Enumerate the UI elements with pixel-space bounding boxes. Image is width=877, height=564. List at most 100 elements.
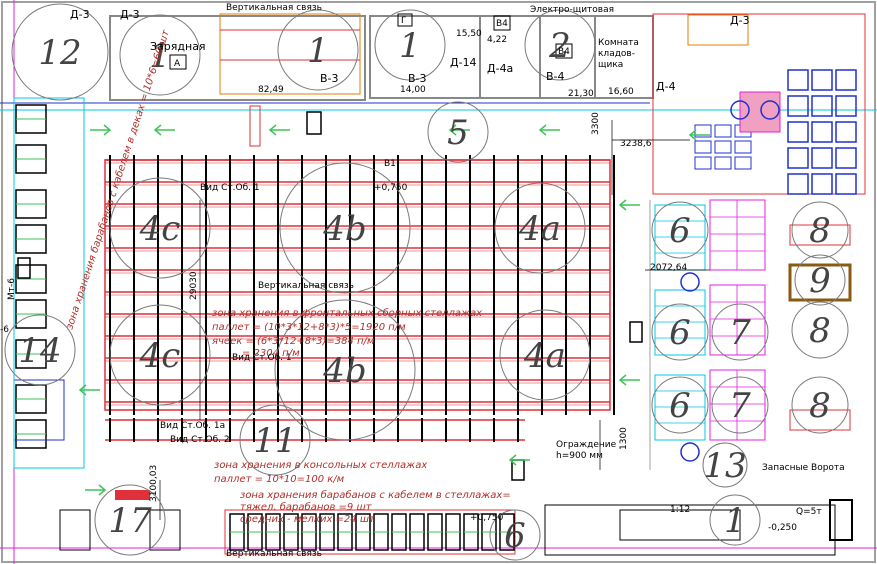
room-v4-low: В-4: [546, 70, 565, 83]
zone-number-z12: 12: [38, 33, 81, 73]
zone-circle-z4b_bot: [274, 299, 416, 441]
zone-circle-z8c: [791, 376, 849, 434]
right-shelf-cell: [835, 121, 857, 143]
arrow-head: [538, 124, 547, 136]
magenta-rack: [709, 369, 766, 441]
label-gate: Запасные Ворота: [762, 463, 845, 473]
left-cyan-box: [13, 97, 85, 469]
zone-number-z17: 17: [108, 501, 152, 541]
crane-rail: [544, 504, 836, 556]
storage-line8: тяжел. барабанов =9 шт: [240, 501, 373, 513]
storage-line1: зона хранения в фронтальных сборных стел…: [212, 307, 482, 319]
zone-number-z4b_top: 4b: [322, 209, 366, 249]
zone-circle-z14: [4, 314, 76, 386]
label-d4: Д-4: [656, 80, 676, 93]
zone-circle-z6c: [651, 376, 709, 434]
zone-circle-z17: [94, 484, 166, 556]
arrow-head: [688, 129, 697, 141]
label-vertical-bottom: Вертикальная связь: [226, 549, 322, 559]
right-shelf-cell: [811, 173, 833, 195]
right-shelf-cell: [811, 69, 833, 91]
zone-number-z1b: 1: [307, 31, 329, 71]
right-shelf-cell: [787, 173, 809, 195]
room-top-rack: [219, 13, 361, 95]
zone-circle-z11: [239, 404, 311, 476]
zone-number-z1_bottom: 1: [724, 501, 746, 541]
storage-line5: зона хранения в консольных стеллажах: [214, 460, 427, 471]
room-charging-label: Зарядная: [150, 40, 206, 53]
cyan-rack: [654, 374, 706, 441]
bottom-rack: [224, 509, 516, 555]
zone-number-z8b: 8: [809, 311, 831, 351]
label-view1a: Вид Ст.Об. 1а: [160, 421, 225, 431]
blue-ring: [760, 100, 780, 120]
main-rack-zone: [104, 155, 615, 442]
right-shelves: [687, 14, 857, 195]
label-elev1: +0,750: [374, 183, 408, 193]
zone-number-z6c: 6: [669, 386, 691, 426]
arrow-head: [618, 199, 627, 211]
zone-circle-z8a: [791, 201, 849, 259]
zone-circle-z6b: [651, 303, 709, 361]
storage-line4: = 2304 п/м: [242, 348, 300, 359]
bottom-rack-cells: [229, 513, 515, 551]
label-fence: Ограждение h=900 мм: [556, 440, 617, 461]
arrow-head: [78, 384, 87, 396]
zone-circle-z4b_top: [279, 162, 411, 294]
area-422: 4,22: [487, 35, 507, 45]
orange-box: [687, 14, 749, 46]
arrow-head: [508, 454, 517, 466]
label-d3-right: Д-3: [730, 14, 750, 27]
zone-circle-z13: [702, 442, 748, 488]
label-left-dash6: -6: [0, 325, 9, 335]
room-v3-a: В-3: [320, 72, 339, 85]
bottom-left-equipment: [59, 509, 91, 551]
zone-number-z5: 5: [447, 113, 469, 153]
zone-number-z9: 9: [809, 261, 831, 301]
dim-310003: 3100,03: [149, 465, 159, 502]
dim-3300: 3300: [591, 112, 601, 135]
red-box-b: [789, 409, 851, 431]
room-charging-a: А: [174, 59, 181, 69]
area-8249: 82,49: [258, 85, 284, 95]
right-small-cell: [734, 140, 752, 154]
area-2130: 21,30: [568, 89, 594, 99]
left-blue-box: [13, 379, 65, 441]
zone-number-z7a: 7: [729, 313, 751, 353]
right-small-cell: [714, 124, 732, 138]
room-storekeeper-label: Комната кладов-щика: [598, 38, 639, 70]
zone-number-z2: 2: [548, 26, 571, 66]
red-box-a: [789, 224, 851, 246]
cyan-rack: [654, 289, 706, 356]
zone-circle-z4a_bot: [499, 309, 591, 401]
zone-circle-z1c: [374, 9, 446, 81]
crane-beam: [619, 509, 741, 541]
zone-number-z7b: 7: [729, 386, 751, 426]
zone-number-z4c_bot: 4с: [139, 336, 181, 376]
zone-number-z14: 14: [18, 331, 61, 371]
right-shelf-cell: [835, 173, 857, 195]
red-block: [115, 490, 150, 500]
dim-2072: 2072,64: [650, 263, 687, 273]
label-q5: Q=5т: [796, 507, 822, 517]
magenta-rack: [709, 199, 766, 271]
drum-stack: [788, 263, 852, 302]
zone-number-z4c_top: 4с: [139, 209, 181, 249]
label-view1-top: Вид Ст.Об. 1: [200, 183, 260, 193]
label-vertical-mid: Вертикальная связь: [258, 281, 354, 291]
storage-line7: зона хранения барабанов с кабелем в стел…: [240, 489, 511, 501]
zone-circle-z6a: [651, 201, 709, 259]
arrow-head: [153, 124, 162, 136]
right-middle-zone: [649, 100, 852, 470]
right-shelf-cell: [787, 147, 809, 169]
label-elev2: +0,750: [470, 513, 504, 523]
blue-ring: [680, 272, 700, 292]
zone-number-z4a_top: 4а: [518, 209, 561, 249]
room-v4-mid: В4: [558, 47, 570, 57]
storage-line9: средних - мелких =24 шт: [240, 514, 376, 525]
label-scale: 1:12: [670, 505, 690, 515]
area-14: 14,00: [400, 85, 426, 95]
